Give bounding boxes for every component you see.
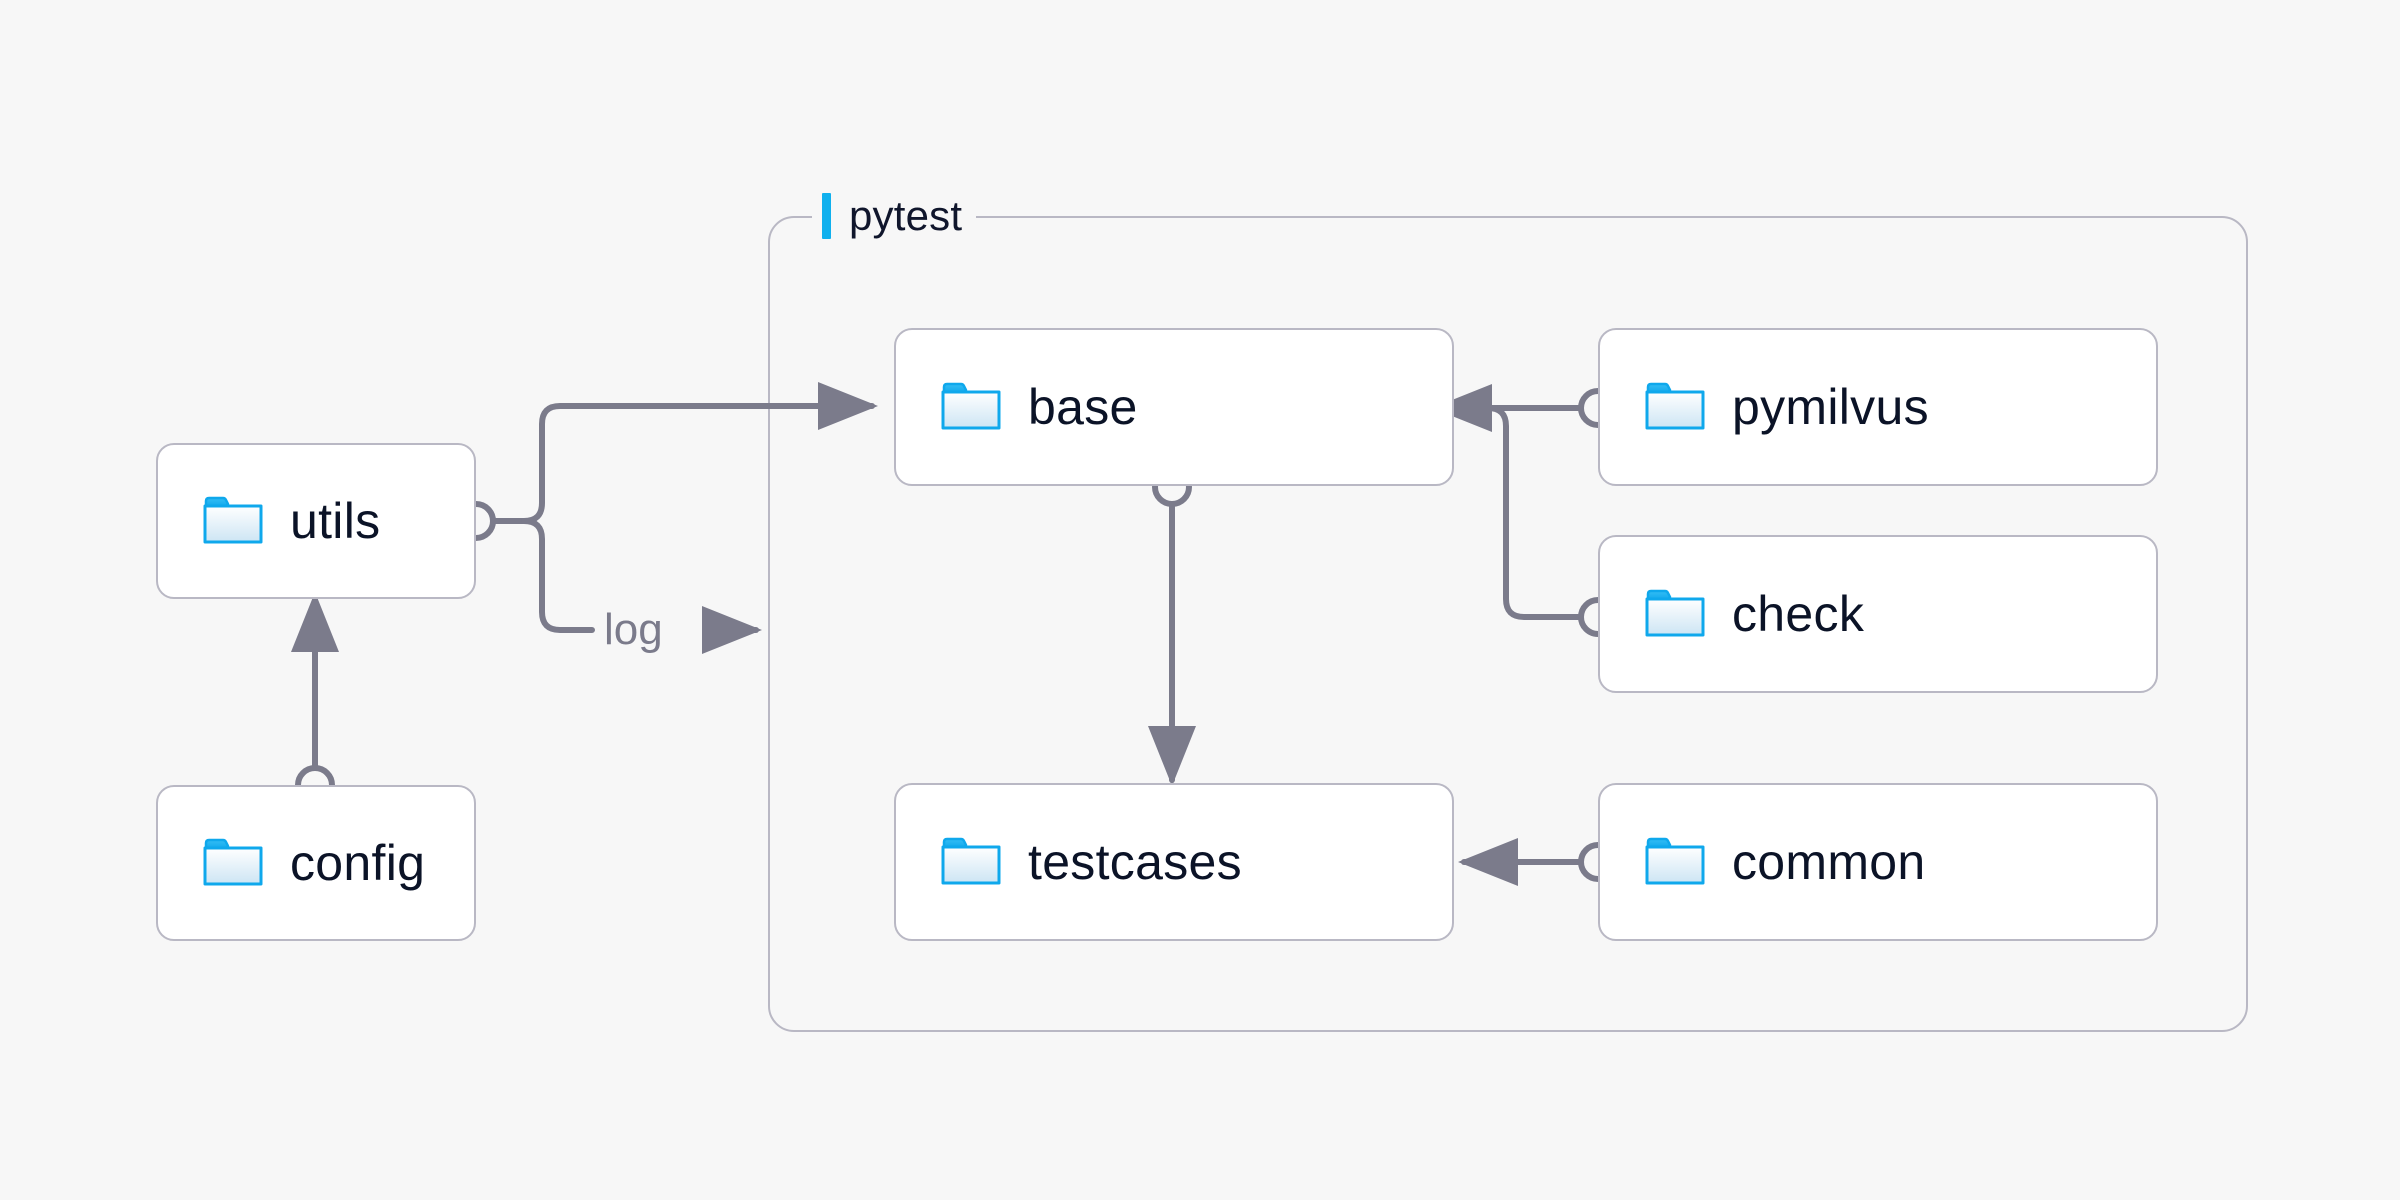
node-base[interactable]: base bbox=[894, 328, 1454, 486]
pytest-group-label: pytest bbox=[812, 189, 977, 243]
folder-icon bbox=[203, 496, 263, 544]
folder-icon bbox=[1645, 589, 1705, 637]
node-label-config: config bbox=[290, 835, 426, 891]
node-label-utils: utils bbox=[290, 493, 381, 549]
node-utils[interactable]: utils bbox=[156, 443, 476, 599]
folder-icon bbox=[941, 837, 1001, 885]
node-testcases[interactable]: testcases bbox=[894, 783, 1454, 941]
node-config[interactable]: config bbox=[156, 785, 476, 941]
edge-label-log: log bbox=[604, 605, 663, 654]
node-label-pymilvus: pymilvus bbox=[1732, 379, 1929, 435]
edge-utils-to-log bbox=[521, 518, 595, 633]
pytest-group-label-text: pytest bbox=[849, 192, 963, 239]
folder-icon bbox=[1645, 837, 1705, 885]
node-label-base: base bbox=[1028, 379, 1138, 435]
node-pymilvus[interactable]: pymilvus bbox=[1598, 328, 2158, 486]
node-label-common: common bbox=[1732, 834, 1926, 890]
node-label-check: check bbox=[1732, 586, 1865, 642]
node-common[interactable]: common bbox=[1598, 783, 2158, 941]
pytest-group-container bbox=[768, 216, 2248, 1032]
folder-icon bbox=[1645, 382, 1705, 430]
folder-icon bbox=[941, 382, 1001, 430]
pytest-accent-bar bbox=[822, 193, 831, 239]
node-label-testcases: testcases bbox=[1028, 834, 1242, 890]
node-check[interactable]: check bbox=[1598, 535, 2158, 693]
folder-icon bbox=[203, 838, 263, 886]
